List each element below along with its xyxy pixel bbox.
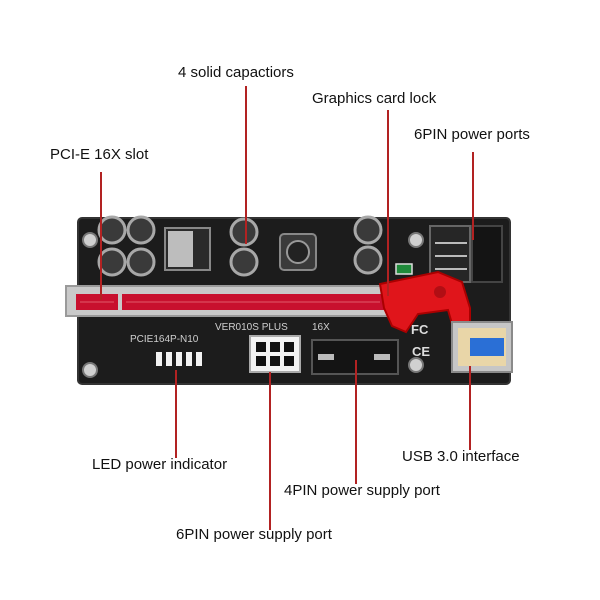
- label-4pin-port: 4PIN power supply port: [284, 482, 440, 499]
- label-usb-interface: USB 3.0 interface: [402, 448, 520, 465]
- usb-port: [451, 321, 513, 373]
- label-capacitors: 4 solid capactiors: [178, 64, 294, 81]
- board-print-version: VER010S PLUS: [215, 322, 288, 333]
- label-led-indicator: LED power indicator: [92, 456, 228, 473]
- mount-hole-bottom-left: [82, 362, 98, 378]
- mount-hole-top-left: [82, 232, 98, 248]
- capacitors-left: [97, 215, 156, 277]
- label-pcie-slot: PCI-E 16X slot: [50, 146, 149, 163]
- fc-mark: FC: [411, 322, 429, 337]
- board-print-badge: 16X: [312, 322, 330, 333]
- mount-hole-top-right: [408, 232, 424, 248]
- leader-lines: [100, 86, 474, 530]
- power-ports-6pin: [429, 225, 503, 283]
- board-print-model: PCIE164P-N10: [130, 334, 199, 345]
- label-power-ports: 6PIN power ports: [414, 126, 530, 143]
- green-led: [395, 263, 413, 275]
- solid-capacitors: [229, 215, 383, 277]
- ce-mark: CE: [412, 344, 430, 359]
- supply-port-6pin: [249, 335, 301, 373]
- label-6pin-port: 6PIN power supply port: [176, 526, 332, 543]
- label-graphics-card-lock: Graphics card lock: [312, 90, 437, 107]
- led-indicators: [156, 352, 202, 366]
- mount-hole-bottom-right: [408, 357, 424, 373]
